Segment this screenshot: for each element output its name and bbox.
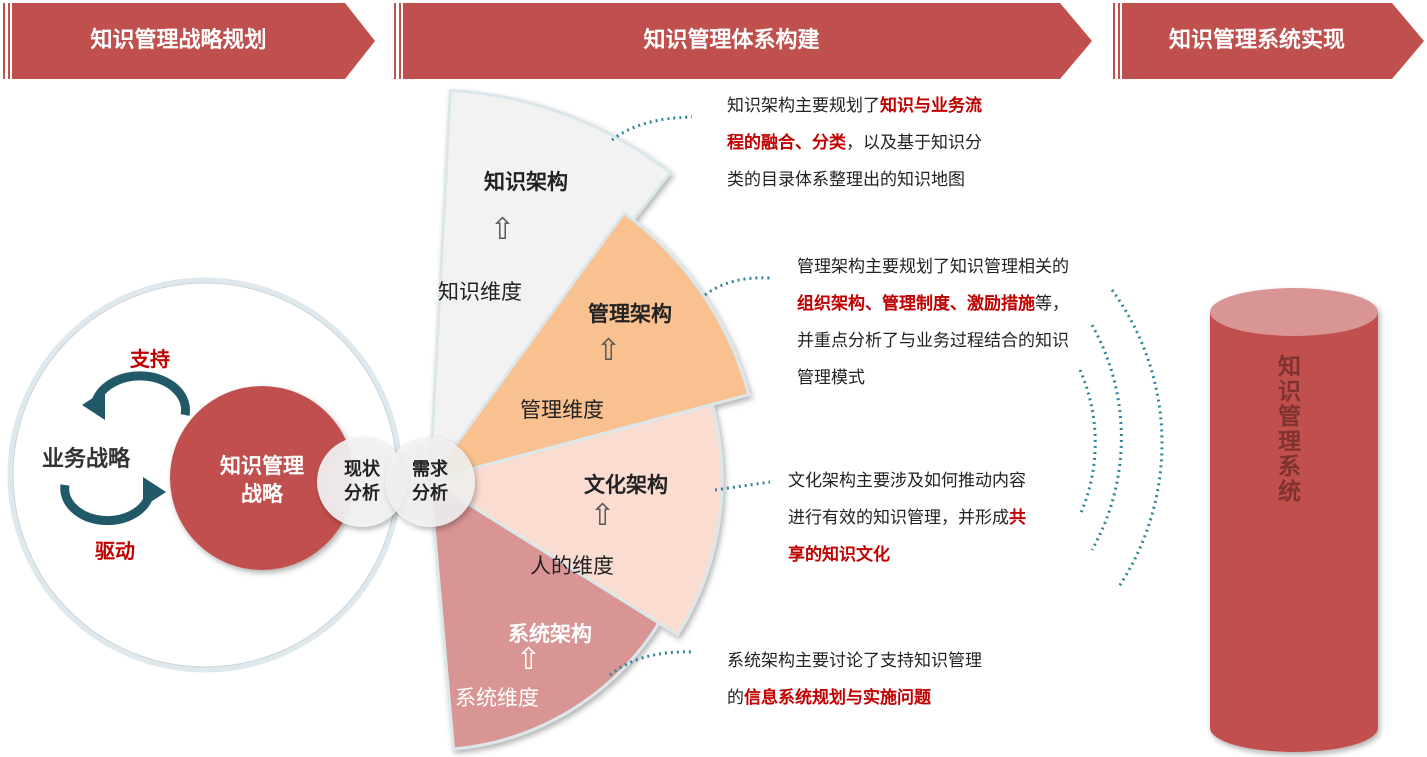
up-arrow-icon: ⇧: [490, 212, 516, 247]
sector-knowledge: [428, 88, 673, 485]
sector-dimension-culture: 人的维度: [530, 554, 614, 578]
sector-system: [428, 477, 662, 751]
demand-analysis-label: 需求分析: [412, 459, 448, 504]
description-culture: 文化架构主要涉及如何推动内容进行有效的知识管理，并形成共享的知识文化: [788, 471, 1026, 565]
drive-arrow-icon: [60, 484, 155, 526]
status-analysis-circle: [317, 437, 407, 527]
support-arrow-icon: [90, 371, 190, 416]
header-arrow-1: [3, 3, 375, 79]
km-strategy-label: 知识管理战略: [220, 454, 304, 506]
header-strategy: 知识管理战略规划: [90, 28, 267, 53]
sector-culture: [426, 402, 724, 637]
sector-title-system: 系统架构: [508, 622, 592, 646]
drive-label: 驱动: [95, 539, 135, 563]
sector-title-management: 管理架构: [588, 302, 672, 326]
sector-dimension-knowledge: 知识维度: [438, 280, 522, 304]
cylinder: [1210, 288, 1378, 752]
description-system: 系统架构主要讨论了支持知识管理的信息系统规划与实施问题: [727, 651, 982, 708]
description-management: 管理架构主要规划了知识管理相关的组织架构、管理制度、激励措施等，并重点分析了与业…: [797, 257, 1069, 388]
header-system-build: 知识管理体系构建: [643, 28, 820, 53]
header-system-impl: 知识管理系统实现: [1168, 28, 1345, 53]
sector-management: [426, 210, 751, 483]
description-knowledge: 知识架构主要规划了知识与业务流程的融合、分类，以及基于知识分类的目录体系整理出的…: [727, 96, 982, 190]
demand-analysis-circle: [385, 437, 475, 527]
support-label: 支持: [130, 347, 170, 371]
sector-dimension-system: 系统维度: [455, 686, 539, 710]
sector-title-culture: 文化架构: [584, 473, 668, 497]
up-arrow-icon: ⇧: [596, 333, 622, 368]
status-analysis-label: 现状分析: [344, 459, 380, 504]
up-arrow-icon: ⇧: [516, 642, 542, 677]
sector-title-knowledge: 知识架构: [484, 170, 568, 194]
business-strategy-label: 业务战略: [42, 447, 131, 472]
sector-dimension-management: 管理维度: [520, 398, 604, 422]
header-arrow-3: [1113, 3, 1424, 79]
cylinder-label: 知识管理系统: [1278, 354, 1301, 505]
km-strategy-circle: [170, 386, 354, 570]
up-arrow-icon: ⇧: [590, 498, 616, 533]
header-arrow-2: [394, 3, 1092, 79]
